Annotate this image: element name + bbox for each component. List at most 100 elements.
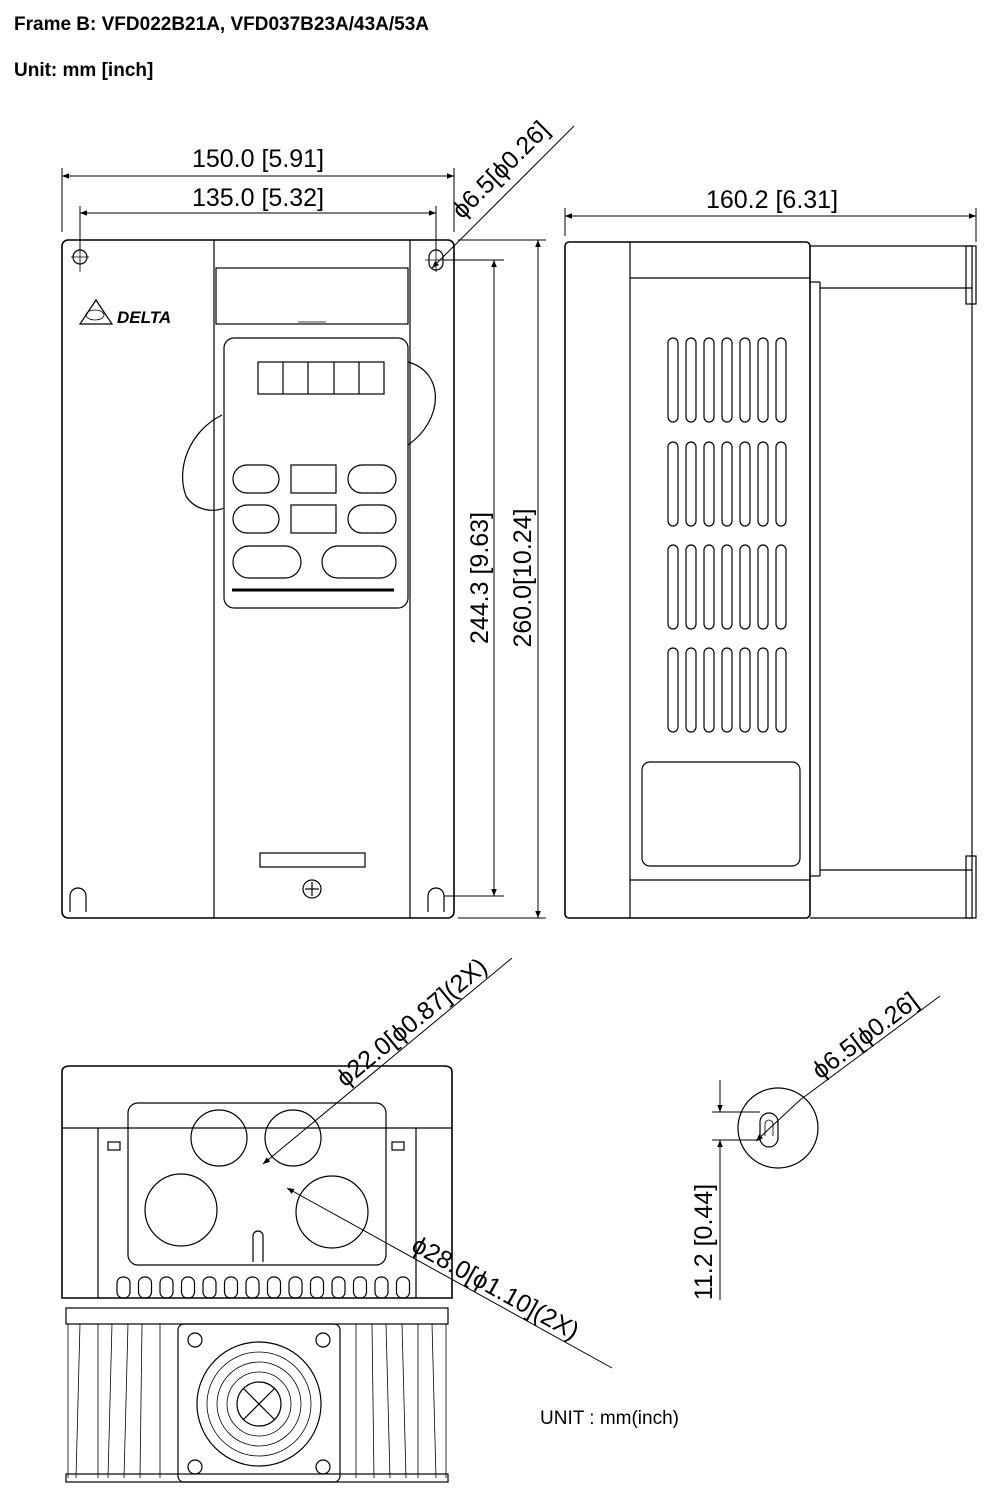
vent-slot <box>703 647 715 733</box>
bottom-vent-slot <box>331 1276 346 1299</box>
heatsink-bracket <box>810 245 973 919</box>
vent-slot <box>739 441 751 527</box>
overall-height-label: 260.0[10.24] <box>509 508 537 647</box>
vent-slot <box>775 441 787 527</box>
knockout-small <box>264 1109 322 1167</box>
conduit-plate <box>127 1102 387 1266</box>
keypad-oval-left <box>182 414 225 511</box>
overall-width-label: 150.0 [5.91] <box>192 145 324 173</box>
vent-slot <box>685 441 697 527</box>
delta-logo-text: DELTA <box>117 308 171 327</box>
mount-height-label: 244.3 [9.63] <box>466 512 494 644</box>
side-view <box>564 241 977 919</box>
bottom-vent-slot <box>223 1276 239 1299</box>
vent-slot <box>703 544 715 630</box>
unit-label: Unit: mm [inch] <box>14 60 154 81</box>
bottom-vent-slot <box>180 1276 196 1299</box>
bottom-view <box>61 1065 453 1483</box>
vent-slot <box>703 337 715 423</box>
detail-slot-outer <box>759 1112 779 1148</box>
detail-slot-inner <box>764 1119 774 1136</box>
vent-slot <box>757 544 769 630</box>
vent-slots <box>667 337 787 733</box>
vent-slot <box>721 337 733 423</box>
detail-offset-label: 11.2 [0.44] <box>690 1184 718 1300</box>
bottom-vent-row <box>116 1276 411 1299</box>
vent-slot <box>667 337 679 423</box>
bottom-housing <box>61 1065 453 1299</box>
vent-slot <box>721 441 733 527</box>
keypad-buttons <box>232 464 397 579</box>
vent-slot <box>685 544 697 630</box>
vent-slot <box>667 544 679 630</box>
detail-circle <box>737 1087 819 1169</box>
knockout-large <box>295 1175 369 1249</box>
bottom-vent-slot <box>202 1276 217 1299</box>
keypad-panel <box>223 337 409 609</box>
bottom-vent-slot <box>374 1276 389 1299</box>
knockout-large <box>144 1173 218 1247</box>
side-housing <box>564 241 811 919</box>
vent-slot <box>721 544 733 630</box>
vent-slot <box>757 441 769 527</box>
key-button <box>232 545 302 579</box>
mount-width-label: 135.0 [5.32] <box>192 184 324 212</box>
unit-note: UNIT : mm(inch) <box>540 1408 679 1429</box>
nameplate-slot <box>259 852 366 868</box>
vent-slot <box>775 544 787 630</box>
bottom-vent-slot <box>116 1276 131 1299</box>
knockout-large-label: ϕ28.0[ϕ1.10](2X) <box>407 1231 584 1346</box>
bottom-vent-slot <box>159 1276 174 1299</box>
vent-slot <box>739 544 751 630</box>
top-cover-strip <box>215 267 409 325</box>
bracket-flange-bottom <box>965 855 977 919</box>
knockout-small <box>190 1109 248 1167</box>
key-button <box>347 504 397 534</box>
key-button <box>232 504 280 534</box>
vent-slot <box>775 337 787 423</box>
key-button <box>232 464 280 494</box>
key-button <box>290 504 337 534</box>
mount-slot-bottom-right <box>427 887 445 912</box>
side-dimensions: 160.2 [6.31] <box>564 186 977 242</box>
vent-slot <box>703 441 715 527</box>
page-title: Frame B: VFD022B21A, VFD037B23A/43A/53A <box>14 14 430 35</box>
delta-logo: DELTA <box>78 298 171 327</box>
bottom-vent-slot <box>266 1276 282 1299</box>
keypad-oval-right <box>407 361 436 446</box>
front-view: DELTA <box>61 239 455 919</box>
bracket-flange-top <box>965 245 977 305</box>
vent-slot <box>757 647 769 733</box>
cover-screw <box>302 879 322 899</box>
bottom-vent-slot <box>395 1276 411 1299</box>
bottom-vent-slot <box>288 1276 303 1299</box>
vent-slot <box>757 337 769 423</box>
knockout-small-label: ϕ22.0[ϕ0.87](2X) <box>331 952 493 1092</box>
bottom-dimensions: ϕ22.0[ϕ0.87](2X) ϕ28.0[ϕ1.10](2X) <box>262 952 613 1369</box>
bottom-vent-slot <box>245 1276 260 1299</box>
mount-hole-label: ϕ6.5[ϕ0.26] <box>446 116 554 224</box>
vent-slot <box>739 647 751 733</box>
lcd-display <box>257 361 385 395</box>
bottom-vent-slot <box>137 1276 153 1299</box>
bottom-vent-slot <box>352 1276 368 1299</box>
depth-label: 160.2 [6.31] <box>706 186 838 214</box>
vent-slot <box>721 647 733 733</box>
mount-slot-bottom-left <box>69 887 87 912</box>
vent-slot <box>667 441 679 527</box>
plate-tab <box>252 1230 264 1262</box>
vent-slot <box>685 337 697 423</box>
vent-slot <box>685 647 697 733</box>
vent-slot <box>775 647 787 733</box>
front-dimensions: 150.0 [5.91] 135.0 [5.32] ϕ6.5[ϕ0.26] 24… <box>61 116 575 919</box>
detail-hole-label: ϕ6.5[ϕ0.26] <box>807 987 924 1085</box>
cooling-fan <box>177 1323 341 1483</box>
key-button <box>321 545 397 579</box>
hole-detail: ϕ6.5[ϕ0.26] 11.2 [0.44] <box>690 987 941 1300</box>
vent-slot <box>667 647 679 733</box>
key-button <box>290 464 337 494</box>
key-button <box>347 464 397 494</box>
vent-slot <box>739 337 751 423</box>
front-housing <box>61 239 455 919</box>
